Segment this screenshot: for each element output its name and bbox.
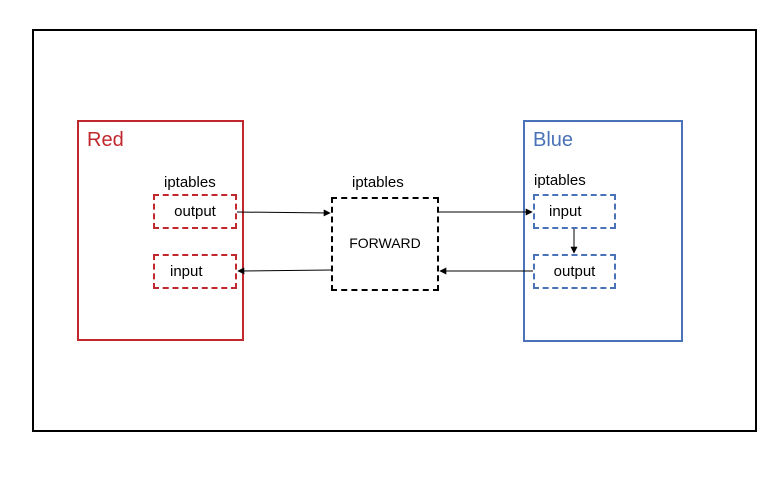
red-input-chain-label: input [170, 262, 203, 280]
blue-output-chain-label: output [553, 262, 596, 280]
forward-chain-label: FORWARD [349, 235, 421, 251]
red-host-title: Red [87, 129, 124, 151]
red-iptables-label: iptables [164, 174, 216, 191]
blue-input-chain: input [533, 194, 616, 229]
blue-host-box: Blue [523, 120, 683, 342]
blue-iptables-label: iptables [534, 172, 586, 189]
blue-input-chain-label: input [549, 202, 582, 220]
blue-host-title: Blue [533, 129, 574, 151]
blue-output-chain: output [533, 254, 616, 289]
red-output-chain: output [153, 194, 237, 229]
red-output-chain-label: output [174, 202, 216, 220]
forward-iptables-label: iptables [352, 174, 404, 191]
red-input-chain: input [153, 254, 237, 289]
forward-chain: FORWARD [331, 197, 439, 291]
diagram-frame [32, 29, 757, 432]
red-host-box: Red [77, 120, 244, 341]
